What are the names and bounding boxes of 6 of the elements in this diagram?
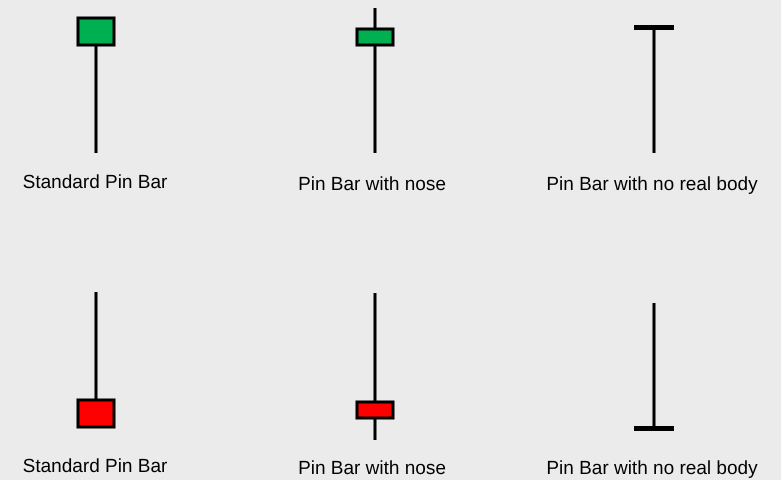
candle-caption: Pin Bar with nose bbox=[298, 174, 446, 196]
candle-caption: Standard Pin Bar bbox=[22, 456, 168, 478]
candle-caption: Pin Bar with no real body bbox=[546, 174, 758, 196]
candle-caption: Standard Pin Bar bbox=[22, 172, 168, 194]
candle-caption: Pin Bar with no real body bbox=[546, 458, 758, 480]
candle-caption: Pin Bar with nose bbox=[298, 458, 446, 480]
